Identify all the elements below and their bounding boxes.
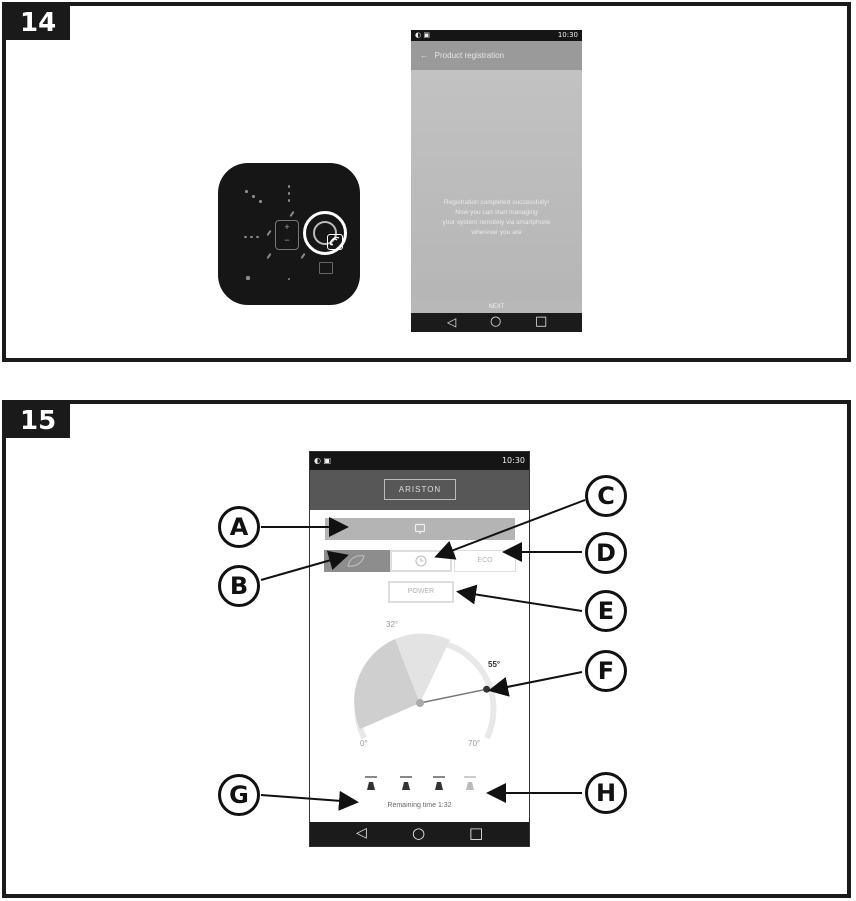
callout-a: A: [218, 506, 260, 548]
leaf-icon: [347, 555, 365, 567]
timer-button[interactable]: [390, 550, 452, 572]
gauge-sector-dark: [354, 639, 420, 729]
wifi-key[interactable]: [327, 234, 343, 250]
gauge-center: [416, 699, 424, 707]
indicator-dot: [288, 185, 290, 188]
nav-back-icon[interactable]: ◁: [447, 315, 457, 329]
indicator-dot: [256, 236, 259, 238]
shower-icon-inactive: [461, 774, 479, 794]
phone-ariston-app: ◐ ▣ 10:30 ARISTON ECO POWER 32° 55° 0° 7…: [309, 451, 530, 847]
shower-icon: [397, 774, 415, 794]
phone-product-registration: ◐ ▣ 10:30 ← Product registration Registr…: [411, 30, 582, 332]
figure-number: 15: [6, 404, 70, 438]
message-line: your system remotely via smartphone: [442, 219, 551, 226]
indicator-dot: [300, 252, 306, 260]
status-time: 10:30: [501, 456, 525, 465]
callout-f: F: [585, 650, 627, 692]
indicator-dot: [266, 229, 272, 237]
power-button[interactable]: POWER: [388, 581, 454, 603]
app-bar-title: Product registration: [434, 51, 505, 60]
indicator-dot: [288, 199, 290, 202]
heater-control-bar[interactable]: [325, 518, 515, 540]
android-nav-bar: ◁ ○ □: [310, 822, 529, 846]
nav-home-icon[interactable]: ○: [412, 824, 426, 842]
plus-minus-keys[interactable]: + −: [275, 220, 299, 250]
indicator-dot: [288, 192, 290, 195]
indicator-dot: [259, 200, 262, 203]
registration-content: Registration completed successfully! Now…: [411, 70, 582, 313]
callout-c: C: [585, 475, 627, 517]
indicator-dot: [288, 278, 290, 280]
nav-home-icon[interactable]: ○: [490, 314, 502, 329]
minus-key[interactable]: −: [284, 235, 290, 245]
eco-evo-label: ECO: [477, 557, 493, 564]
nav-recents-icon[interactable]: □: [535, 314, 548, 329]
indicator-dot: [252, 195, 255, 198]
indicator-dot: [289, 210, 295, 218]
nav-back-icon[interactable]: ◁: [356, 825, 367, 841]
indicator-dot: [266, 252, 272, 260]
plus-key[interactable]: +: [284, 222, 290, 232]
message-line: wherever you are: [471, 229, 522, 236]
gauge-sector-light: [395, 633, 450, 703]
status-bar: ◐ ▣ 10:30: [310, 452, 529, 470]
indicator-dot: [244, 236, 247, 238]
indicator-dot: [250, 236, 253, 238]
notification-icons: ◐ ▣: [415, 31, 430, 39]
callout-g: G: [218, 774, 260, 816]
ariston-logo: ARISTON: [384, 479, 456, 500]
registration-message: Registration completed successfully! Now…: [417, 198, 576, 238]
app-bar: ← Product registration: [411, 41, 582, 70]
gauge-setpoint: 55°: [488, 660, 501, 669]
figure-number: 14: [6, 6, 70, 40]
eco-evo-button[interactable]: ECO: [454, 550, 516, 572]
callout-d: D: [585, 532, 627, 574]
indicator-dot: [245, 190, 248, 193]
wifi-key-highlight[interactable]: [303, 211, 347, 255]
remaining-time: Remaining time 1:32: [387, 802, 452, 809]
clock-icon: [415, 555, 427, 567]
notification-icons: ◐ ▣: [314, 456, 332, 465]
back-arrow-icon[interactable]: ←: [420, 51, 428, 60]
next-button[interactable]: NEXT: [411, 301, 582, 313]
gauge-knob[interactable]: [483, 685, 491, 693]
shower-icon: [430, 774, 448, 794]
gauge-max: 70°: [468, 739, 481, 748]
app-header: ARISTON: [310, 470, 529, 510]
message-line: Registration completed successfully!: [443, 199, 550, 206]
android-nav-bar: ◁ ○ □: [411, 313, 582, 332]
indicator-dot: [246, 276, 250, 280]
wifi-key-ring: [313, 221, 343, 250]
callout-b: B: [218, 565, 260, 607]
temperature-gauge[interactable]: [310, 617, 531, 747]
heater-icon: [414, 523, 426, 534]
status-time: 10:30: [557, 31, 578, 39]
nav-recents-icon[interactable]: □: [469, 824, 484, 842]
status-bar: ◐ ▣ 10:30: [411, 30, 582, 41]
indicator-dot: [319, 262, 333, 274]
gauge-needle: [419, 688, 487, 704]
callout-e: E: [585, 590, 627, 632]
shower-icon: [362, 774, 380, 794]
message-line: Now you can start managing: [455, 209, 538, 216]
gauge-left-value: 32°: [386, 620, 399, 629]
wifi-icon: [329, 237, 340, 246]
control-panel-device: + −: [218, 163, 360, 305]
callout-h: H: [585, 772, 627, 814]
eco-mode-button[interactable]: [324, 550, 390, 572]
gauge-min: 0°: [360, 739, 368, 748]
